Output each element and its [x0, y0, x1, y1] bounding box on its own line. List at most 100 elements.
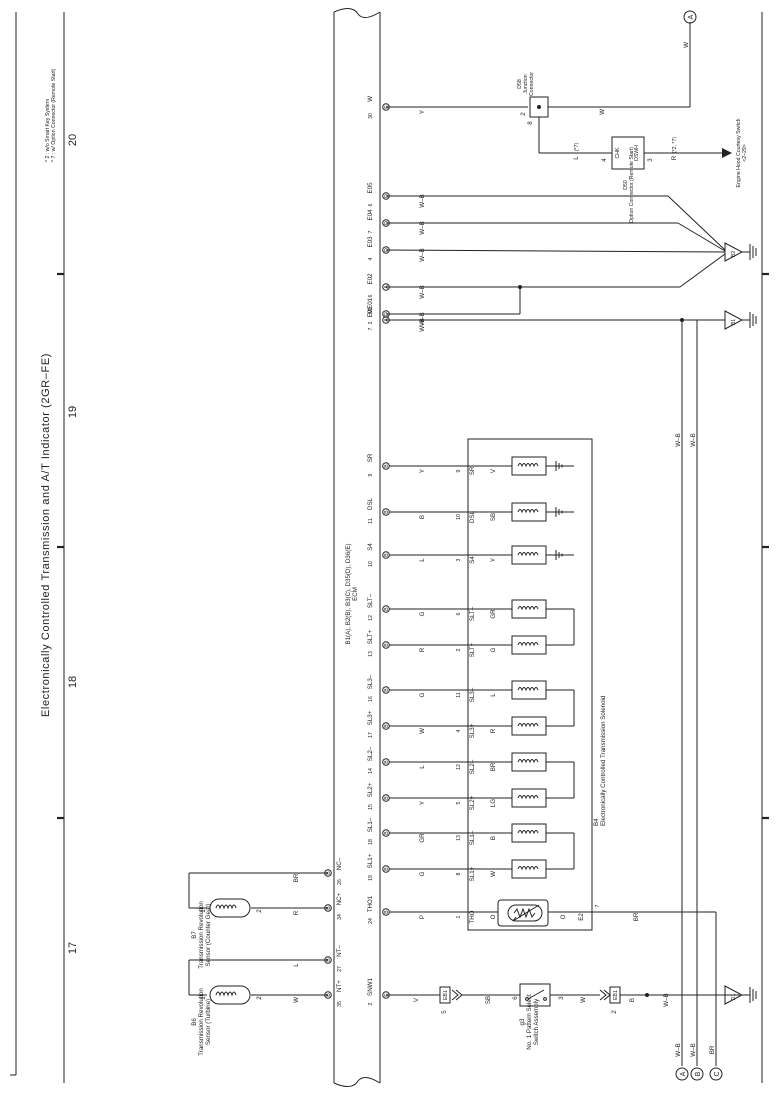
ground-b1: [386, 310, 757, 330]
sensor-b6-name: Transmission Revolution: [198, 988, 205, 1056]
note-remote-start: * 7 : w/ Option Connector (Remote Start): [51, 68, 57, 162]
coil-icon: [511, 788, 547, 808]
solenoid-pin-label: SL2–: [469, 759, 476, 774]
ecm-pin-number: 26: [337, 879, 343, 885]
eb1-right-pin: 2: [611, 1010, 618, 1014]
eb1-left-pin: 5: [441, 1010, 448, 1014]
ecm-pin-number: 10: [368, 561, 374, 567]
connector-letter-label: A: [680, 1071, 687, 1076]
snw1-circuit: [386, 993, 740, 997]
ecm-pin-number: 15: [368, 804, 374, 810]
bus-lines: [575, 320, 717, 1066]
ecm-pin-conn: B: [326, 958, 332, 962]
ecm-pin-conn: B: [384, 867, 390, 871]
ecm-pin-label: E03: [367, 236, 374, 248]
option-dest: Engine Hood Courtesy Switch: [736, 118, 742, 187]
connector-letter-label: C: [714, 1071, 721, 1076]
wire-wb-a-upper: W–B: [675, 433, 682, 446]
grid-number-17: 17: [67, 942, 79, 954]
solenoid-row: 9 SR V: [456, 456, 574, 476]
ecm-pin-number: 24: [368, 918, 374, 924]
solenoid-pin-number: 5: [456, 801, 462, 804]
ecm-pin-number: 35: [337, 1001, 343, 1007]
solenoid-pin-number: 4: [456, 729, 462, 732]
ecm-pin-conn: B: [384, 910, 390, 914]
ecm-pin-label: SLT+: [367, 629, 374, 644]
ecm-pin-conn: B: [384, 464, 390, 468]
solenoid-pin-label: SL3–: [469, 687, 476, 702]
ecm-pin-number: 30: [368, 113, 374, 119]
wire-color: L: [419, 765, 426, 769]
solenoid-pin-label: SLT+: [469, 642, 476, 657]
solenoid-pin-label: SL3+: [469, 723, 476, 738]
solenoid-pin-label: SR: [469, 466, 476, 475]
ecm-pin-label: SNW1: [367, 978, 374, 996]
solenoid-name: Electronically Controlled Transmission S…: [600, 695, 607, 826]
ecm-pin-conn: B: [326, 993, 332, 997]
junction-pin-right: 8: [527, 121, 534, 125]
solenoid-wire: O: [490, 914, 497, 919]
solenoid-pin-number: 13: [456, 835, 462, 841]
option-dswh: DSWH: [634, 145, 640, 161]
wire-wb-b: W–B: [690, 1043, 697, 1056]
solenoid-wire: GR: [490, 609, 497, 619]
ground-d1-label: D1: [731, 994, 737, 1001]
switch-g3-name2: Switch Assembly: [533, 998, 540, 1045]
solenoid-pin-number: 11: [456, 692, 462, 697]
connector-a-top: [683, 10, 697, 24]
ground-b1-label: B1: [731, 319, 737, 325]
switch-g3-name: No. 1 Pattern Select: [526, 994, 533, 1050]
ecm-pin-conn: B: [326, 906, 332, 910]
ecm-pin-label: ME01: [367, 297, 374, 314]
ecm-pin-conn: B: [384, 510, 390, 514]
ecm-pin-conn: B: [384, 796, 390, 800]
ecm-pin-conn: B: [384, 831, 390, 835]
wire-w-switch: W: [580, 997, 587, 1003]
ecm-pin-number: 6: [368, 203, 374, 206]
wire-br-e2: BR: [633, 912, 640, 921]
sensor-b7-name: Transmission Revolution: [198, 901, 205, 969]
sensor-b7-pin1: 1: [200, 909, 207, 913]
connector-a-top-label: A: [688, 14, 695, 19]
ecm-pin-conn: B: [384, 760, 390, 764]
coil-icon: [511, 823, 547, 843]
sensor-b7-name2: Sensor (Counter Gear): [205, 904, 212, 967]
solenoid-row: 4 SL3+ R: [456, 716, 574, 738]
wire-color: G: [419, 611, 426, 616]
junction-wire: W: [599, 109, 606, 115]
solenoid-pin-number: 1: [456, 915, 462, 918]
sensor-b7-pin2: 2: [256, 909, 263, 913]
solenoid-wire: R: [490, 728, 497, 733]
wire-color: W–B: [419, 221, 426, 234]
solenoid-wire: V: [490, 468, 497, 473]
ecm-pin-label: THO1: [367, 895, 374, 912]
ground-b2: [724, 242, 757, 262]
coil-icon: [511, 752, 547, 772]
junction-d58: [386, 22, 691, 154]
solenoid-pin-number: 9: [456, 469, 462, 472]
solenoid-pin-number: 3: [456, 558, 462, 561]
option-pin-chk: 4: [601, 158, 608, 162]
ecm-pin-number: 12: [368, 615, 374, 621]
wire-color: W–B: [419, 248, 426, 261]
solenoid-pin-number: 10: [456, 514, 462, 520]
wire-color: G: [419, 692, 426, 697]
solenoid-wire: O: [560, 914, 567, 919]
coil-icon: [511, 680, 547, 700]
coil-icon: [511, 599, 547, 619]
ground-icon: [555, 507, 563, 517]
wire-v-snw1: V: [413, 997, 420, 1002]
